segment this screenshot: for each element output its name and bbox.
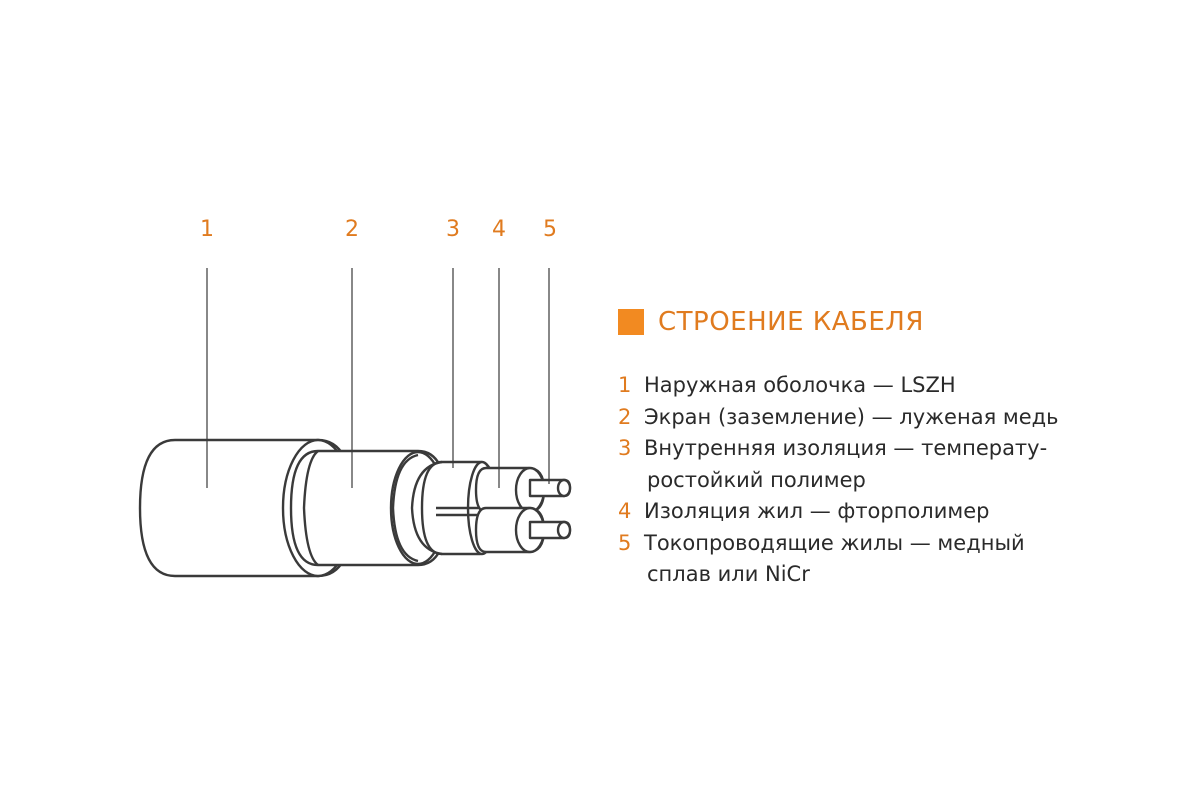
legend-item-line-continued: сплав или NiCr <box>647 562 810 586</box>
legend-item-conductors: 5 Токопроводящие жилы — медный сплав или… <box>618 528 1178 591</box>
legend-item-inner-insulation: 3 Внутренняя изоляция — температу- росто… <box>618 433 1178 496</box>
legend-item-line-continued: ростойкий полимер <box>647 467 866 492</box>
callout-number-1: 1 <box>200 217 214 242</box>
legend-item-text: Наружная оболочка — LSZH <box>644 370 1178 402</box>
legend-item-line: Наружная оболочка — LSZH <box>644 373 956 397</box>
conductor-wires <box>528 478 572 540</box>
legend-item-number: 1 <box>618 373 632 397</box>
legend-item-line: Внутренняя изоляция — температу- <box>644 436 1048 460</box>
legend-item-number: 4 <box>618 499 632 523</box>
legend-item-text: Изоляция жил — фторполимер <box>644 496 1178 528</box>
legend-item-line: Изоляция жил — фторполимер <box>644 499 990 523</box>
legend-item-line: Токопроводящие жилы — медный <box>644 530 1025 555</box>
legend-item-text: Токопроводящие жилы — медный сплав или N… <box>644 528 1178 591</box>
callout-number-3: 3 <box>446 217 460 242</box>
callout-number-4: 4 <box>492 217 506 242</box>
legend-item-number: 2 <box>618 404 632 429</box>
legend-item-outer-sheath: 1 Наружная оболочка — LSZH <box>618 370 1178 402</box>
legend-item-core-insulation: 4 Изоляция жил — фторполимер <box>618 496 1178 528</box>
callout-number-5: 5 <box>543 217 557 242</box>
legend-item-number: 3 <box>618 436 632 460</box>
legend-item-text: Внутренняя изоляция — температу- ростойк… <box>644 433 1178 496</box>
cable-structure-legend: СТРОЕНИЕ КАБЕЛЯ 1 Наружная оболочка — LS… <box>618 300 1178 591</box>
legend-item-text: Экран (заземление) — луженая медь <box>644 402 1178 434</box>
legend-item-line: Экран (заземление) — луженая медь <box>644 404 1059 429</box>
legend-title: СТРОЕНИЕ КАБЕЛЯ <box>658 307 924 337</box>
legend-item-screen: 2 Экран (заземление) — луженая медь <box>618 402 1178 434</box>
callout-number-2: 2 <box>345 217 359 242</box>
orange-square-icon <box>618 309 644 335</box>
legend-item-number: 5 <box>618 530 632 555</box>
legend-header: СТРОЕНИЕ КАБЕЛЯ <box>618 300 1178 344</box>
legend-list: 1 Наружная оболочка — LSZH 2 Экран (зазе… <box>618 370 1178 591</box>
